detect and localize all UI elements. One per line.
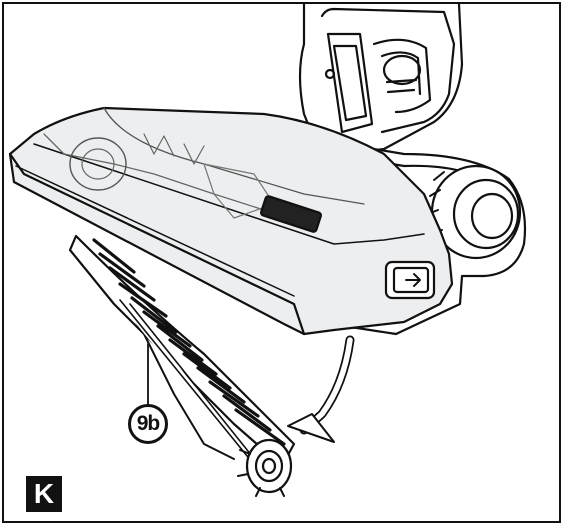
- figure-frame: 9b K: [2, 2, 561, 523]
- part-callout-9b: 9b: [128, 404, 168, 444]
- brush-bar: [68, 234, 296, 497]
- panel-label-badge: K: [26, 476, 62, 512]
- vacuum-neck: [298, 4, 464, 156]
- rotation-arrow: [287, 335, 355, 443]
- vacuum-floorhead-illustration: [8, 4, 527, 497]
- floorhead-housing: [8, 106, 454, 336]
